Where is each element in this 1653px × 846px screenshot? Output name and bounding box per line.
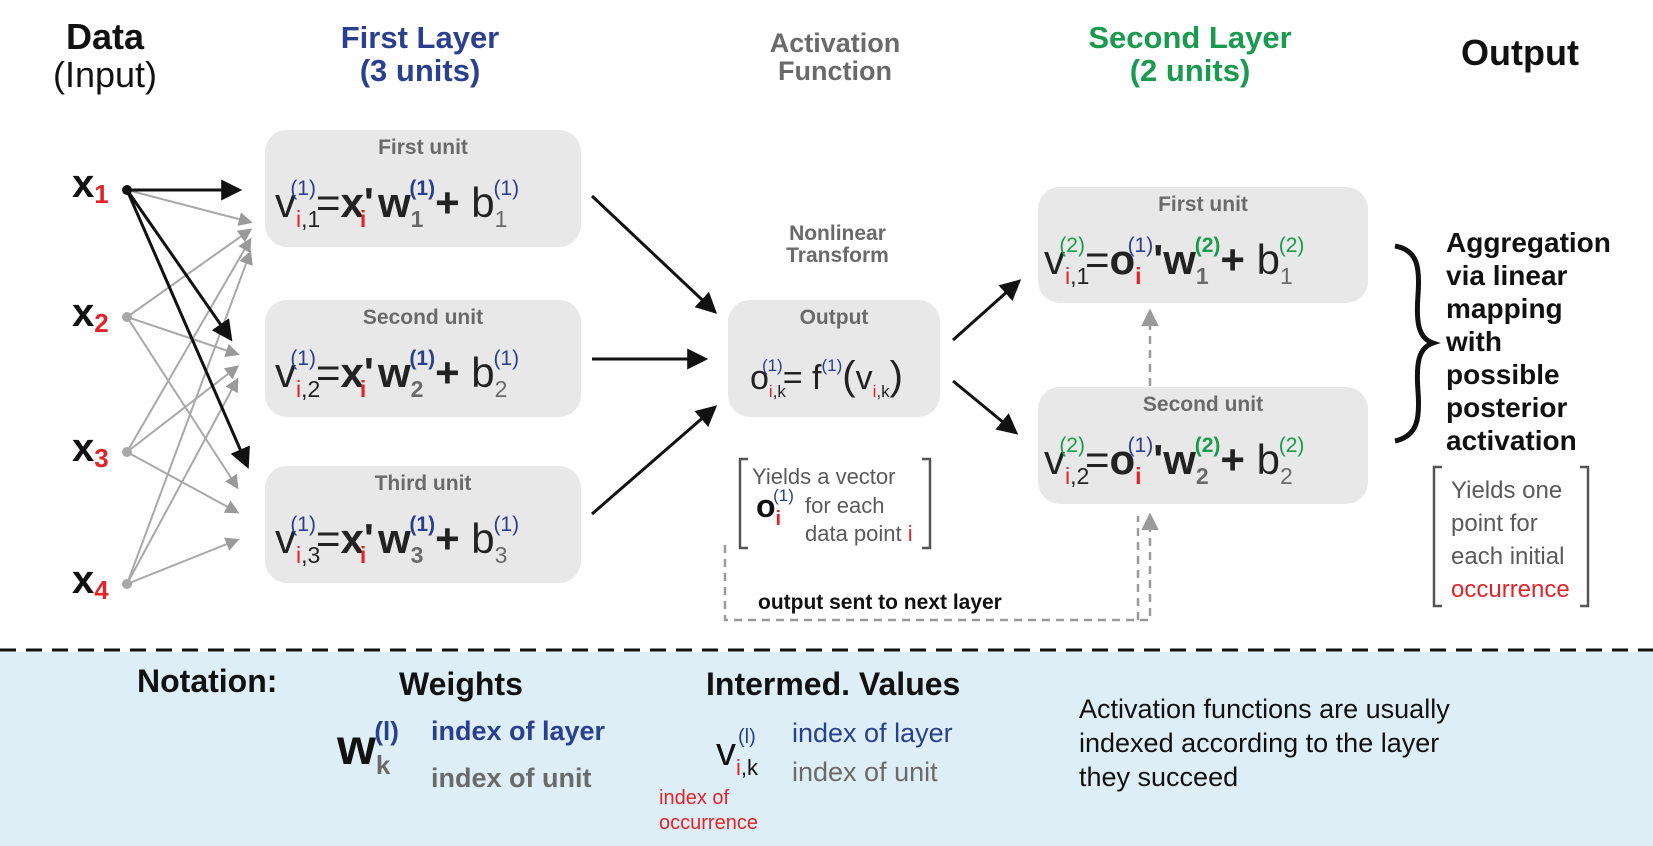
activation-equation: oi,k(1)= f(1)(vi,k) [750, 354, 903, 401]
input-subheader: (Input) [52, 53, 158, 95]
layer2-unit-2-equation: vi,2(2)=oi(1)'w2(2)+ b2(2) [1044, 434, 1305, 489]
weights-symbol: wk(l) [337, 716, 399, 780]
output-note: Yields one point for each initial occurr… [1451, 477, 1570, 603]
layer2-unit-1-equation: vi,1(2)=oi(1)'w1(2)+ b1(2) [1044, 234, 1305, 289]
weights-layer-index: index of layer [431, 716, 606, 746]
output-note-bracket [1432, 465, 1590, 608]
layer2-unit-1-box: First unit vi,1(2)=oi(1)'w1(2)+ b1(2) [1038, 187, 1368, 303]
feedback-label: output sent to next layer [758, 591, 1002, 614]
weights-title: Weights [399, 666, 523, 702]
input-label-4: x4 [72, 558, 109, 605]
feedback-lines [723, 308, 1159, 622]
notation-label: Notation: [137, 663, 278, 699]
layer1-unit-3-equation: vi,3(1)=x'i w3(1)+ b3(1) [275, 513, 520, 568]
layer1-unit-3-box: Third unit vi,3(1)=x'i w3(1)+ b3(1) [265, 466, 581, 583]
activation-index-note: Activation functions are usually indexed… [1079, 694, 1450, 792]
input-label-1: x1 [72, 162, 109, 209]
input-node-4 [122, 579, 132, 589]
x1-connections [125, 179, 250, 469]
activation-to-layer2-arrows [952, 279, 1022, 435]
layer2-unit-2-title: Second unit [1142, 393, 1264, 416]
output-header: Output [1461, 32, 1579, 73]
layer2-unit-1-title: First unit [1158, 193, 1248, 216]
layer1-unit-2-equation: vi,2(1)=x'i w2(1)+ b2(1) [275, 347, 520, 402]
layer1-unit-2-title: Second unit [362, 306, 484, 329]
vector-note-bracket [738, 457, 932, 550]
input-label-3: x3 [72, 426, 109, 473]
second-layer-units-count: (2 units) [1129, 52, 1251, 88]
data-header: Data (Input) [35, 18, 175, 94]
input-node-3 [122, 447, 132, 457]
activation-header: Activation Function [769, 28, 901, 87]
input-node-2 [122, 312, 132, 322]
notation-panel [0, 652, 1653, 846]
input-connections-gray [126, 189, 253, 585]
intermed-symbol: vi,k(l) [716, 726, 759, 780]
layer1-unit-3-title: Third unit [374, 472, 472, 495]
aggregation-text: Aggregation via linear mapping with poss… [1446, 227, 1611, 456]
layer1-to-activation-arrows [590, 194, 718, 516]
input-label-2: x2 [72, 291, 109, 338]
intermed-unit-index: index of unit [792, 757, 938, 787]
layer2-unit-2-box: Second unit vi,2(2)=oi(1)'w2(2)+ b2(2) [1038, 387, 1368, 504]
second-layer-header: Second Layer (2 units) [1060, 21, 1320, 88]
aggregation-brace [1394, 243, 1441, 444]
layer1-unit-1-title: First unit [378, 136, 468, 159]
layer1-unit-1-equation: vi,1(1)=x'i w1(1)+ b1(1) [275, 177, 520, 232]
weights-unit-index: index of unit [431, 763, 592, 793]
intermed-layer-index: index of layer [792, 718, 953, 748]
occurrence-index-note: index of occurrence [659, 787, 758, 834]
activation-output-box: Output oi,k(1)= f(1)(vi,k) [728, 300, 940, 417]
vector-note: Yields a vector for each data point i [752, 464, 913, 547]
layer1-unit-1-box: First unit vi,1(1)=x'i w1(1)+ b1(1) [265, 130, 581, 247]
intermed-title: Intermed. Values [706, 666, 961, 702]
nonlinear-transform-label: Nonlinear Transform [786, 222, 889, 268]
first-layer-header: First Layer (3 units) [300, 21, 540, 88]
first-layer-units-count: (3 units) [359, 52, 481, 88]
vector-note-symbol: oi(1) [756, 486, 794, 530]
activation-output-title: Output [799, 306, 869, 329]
layer1-unit-2-box: Second unit vi,2(1)=x'i w2(1)+ b2(1) [265, 300, 581, 417]
